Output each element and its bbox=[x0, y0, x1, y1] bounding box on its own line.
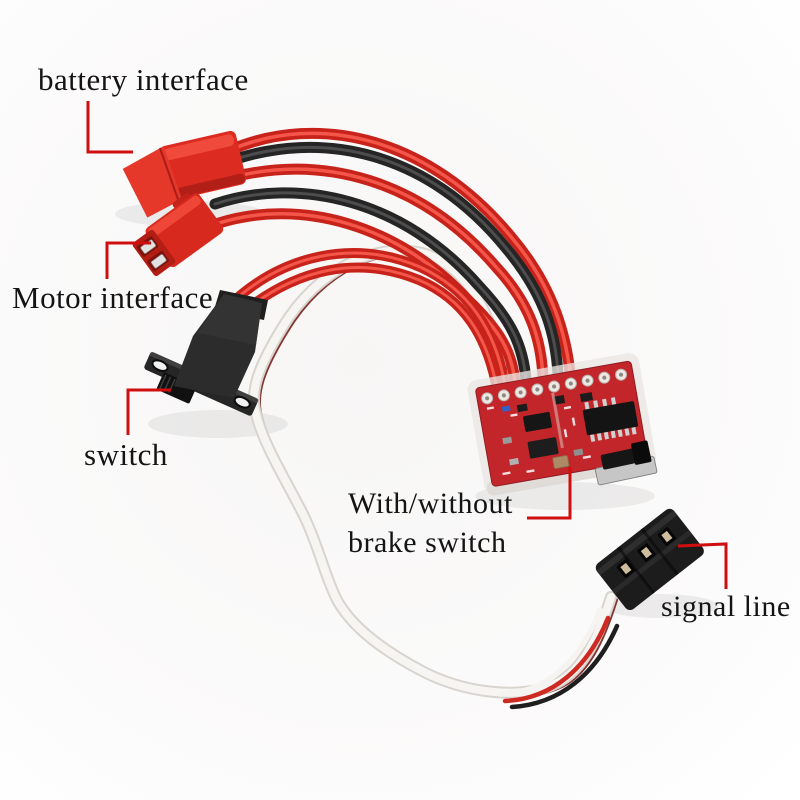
switch-callout-line bbox=[126, 388, 171, 435]
brake-switch-label-line1: With/without bbox=[348, 487, 513, 520]
brake-callout-line bbox=[527, 467, 572, 520]
callout-lines bbox=[86, 101, 728, 589]
power-switch bbox=[144, 290, 268, 416]
battery-callout-line bbox=[86, 101, 133, 154]
brake-switch-label: With/without brake switch bbox=[348, 484, 513, 562]
solder-pads bbox=[481, 368, 628, 405]
brake-switch-label-line2: brake switch bbox=[348, 526, 507, 559]
battery-connector bbox=[122, 130, 246, 218]
motor-callout-line bbox=[105, 241, 151, 279]
signal-line-label: signal line bbox=[661, 590, 791, 623]
servo-lead-strands bbox=[497, 607, 620, 710]
switch-label: switch bbox=[84, 437, 168, 472]
switch-boot bbox=[174, 290, 268, 398]
signal-callout-line bbox=[677, 542, 728, 589]
signal-pins bbox=[616, 527, 677, 578]
signal-connector bbox=[595, 508, 704, 611]
motor-interface-label: Motor interface bbox=[12, 280, 214, 315]
motor-connector bbox=[132, 193, 224, 277]
battery-interface-label: battery interface bbox=[38, 62, 249, 97]
power-wires bbox=[209, 127, 576, 394]
smd-components bbox=[486, 392, 639, 476]
brake-button bbox=[594, 440, 658, 486]
